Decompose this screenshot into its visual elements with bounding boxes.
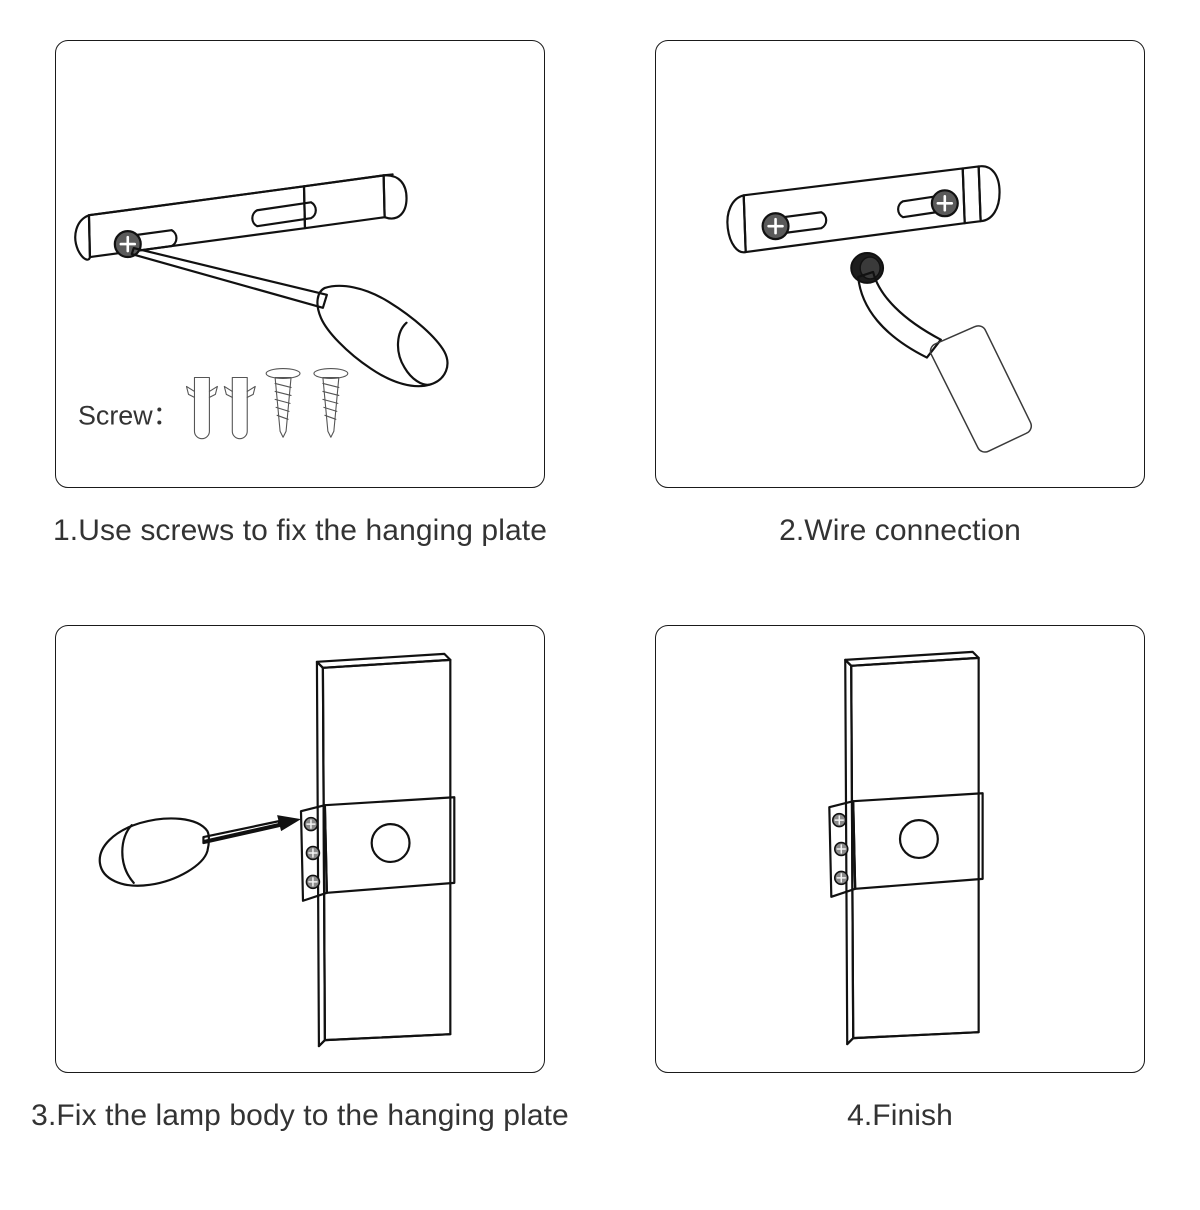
screw-cross-icon (767, 217, 784, 235)
screw-cross-icon (306, 819, 316, 829)
lamp-bottom-edge (317, 1033, 452, 1048)
mounting-bracket (828, 792, 984, 898)
anchor-1-body (193, 376, 210, 440)
lamp-body (844, 650, 980, 1046)
plate-left-cap (726, 194, 747, 254)
step-3-caption: 3.Fix the lamp body to the hanging plate (31, 1099, 569, 1132)
bracket-screw-top (832, 812, 847, 828)
plate-right-cap (977, 165, 1001, 223)
screw-parts-label: Screw： (78, 400, 179, 430)
screwdriver (130, 246, 449, 388)
step-3-panel (55, 625, 545, 1073)
screw-1 (265, 367, 301, 438)
screw-cross-icon (308, 848, 318, 858)
lamp-bottom-edge (846, 1031, 980, 1046)
anchor-2-barb-left (223, 385, 233, 398)
mounting-bracket (299, 796, 456, 902)
anchor-2-body (231, 376, 248, 440)
screw-1-threads (274, 382, 292, 420)
plate-top-edge (87, 173, 394, 217)
step-1: Screw： 1.Use screws to fix the hanging p… (0, 40, 600, 625)
step-1-panel: Screw： (55, 40, 545, 488)
step-4-illustration (828, 650, 984, 1046)
plate-slot-right (251, 201, 317, 228)
screw-cross-icon (936, 195, 954, 212)
plate-front-face-right (302, 174, 386, 230)
step-2-illustration (726, 165, 1033, 453)
screw-2-threads (322, 382, 340, 420)
screw-2-head (313, 367, 349, 380)
bracket-face (852, 792, 984, 890)
wall-grommet (850, 252, 885, 284)
hanging-plate (726, 165, 1001, 254)
bracket-hole (370, 823, 411, 864)
lamp-body (315, 652, 452, 1048)
screwdriver (98, 817, 281, 887)
screw-cross-icon (308, 877, 318, 887)
step-4-caption: 4.Finish (847, 1099, 953, 1132)
step-1-illustration: Screw： (74, 173, 449, 440)
step-1-caption: 1.Use screws to fix the hanging plate (53, 514, 547, 547)
bracket-screw-top (303, 816, 319, 832)
step-2: 2.Wire connection (600, 40, 1200, 625)
phillips-screw-right (930, 189, 959, 218)
screw-2 (313, 367, 349, 438)
bracket-screw-middle (305, 845, 321, 861)
bracket-hole (898, 819, 939, 860)
step-3: 3.Fix the lamp body to the hanging plate (0, 625, 600, 1210)
screw-cross-icon (834, 815, 845, 825)
wall-anchor-1 (185, 376, 218, 440)
hanging-plate (74, 173, 408, 261)
step-3-illustration (98, 652, 456, 1048)
wall-anchor-2 (223, 376, 256, 440)
screwdriver-shaft (130, 246, 328, 309)
arrow-head (277, 815, 301, 832)
plate-left-cap (74, 214, 92, 261)
terminal-block (929, 325, 1033, 453)
screwdriver-shaft (202, 820, 281, 845)
bracket-screw-bottom (833, 870, 849, 886)
parts-hardware (185, 367, 349, 440)
screw-1-shank (274, 376, 292, 438)
power-cable (857, 270, 942, 359)
bracket-side-screws (832, 812, 849, 886)
step-4-panel (655, 625, 1145, 1073)
bracket-face (323, 796, 456, 894)
plate-right-cap (382, 174, 408, 220)
screw-2-shank (322, 376, 340, 438)
lamp-front-face (850, 656, 980, 1040)
screwdriver-handle (316, 284, 449, 388)
phillips-screw-head (113, 230, 142, 259)
phillips-screw-left (761, 212, 790, 241)
screw-cross-icon (119, 235, 137, 253)
anchor-1-barb-right (208, 385, 218, 398)
screw-cross-icon (836, 844, 846, 854)
arrow-line (203, 821, 287, 843)
grommet-inner (859, 256, 881, 280)
bracket-side-screws (303, 816, 321, 890)
step-4: 4.Finish (600, 625, 1200, 1210)
anchor-1-barb-left (185, 385, 196, 398)
screwdriver-handle-cap (121, 824, 135, 884)
lamp-front-face (321, 658, 452, 1042)
screw-1-head (265, 367, 301, 380)
screwdriver-handle-cap (396, 321, 432, 386)
screw-cross-icon (836, 873, 846, 883)
direction-arrow (203, 815, 301, 843)
bracket-screw-middle (833, 841, 849, 857)
screwdriver-handle (98, 817, 211, 887)
anchor-2-barb-right (246, 385, 256, 398)
step-2-panel (655, 40, 1145, 488)
step-2-caption: 2.Wire connection (779, 514, 1021, 547)
bracket-screw-bottom (305, 874, 321, 890)
